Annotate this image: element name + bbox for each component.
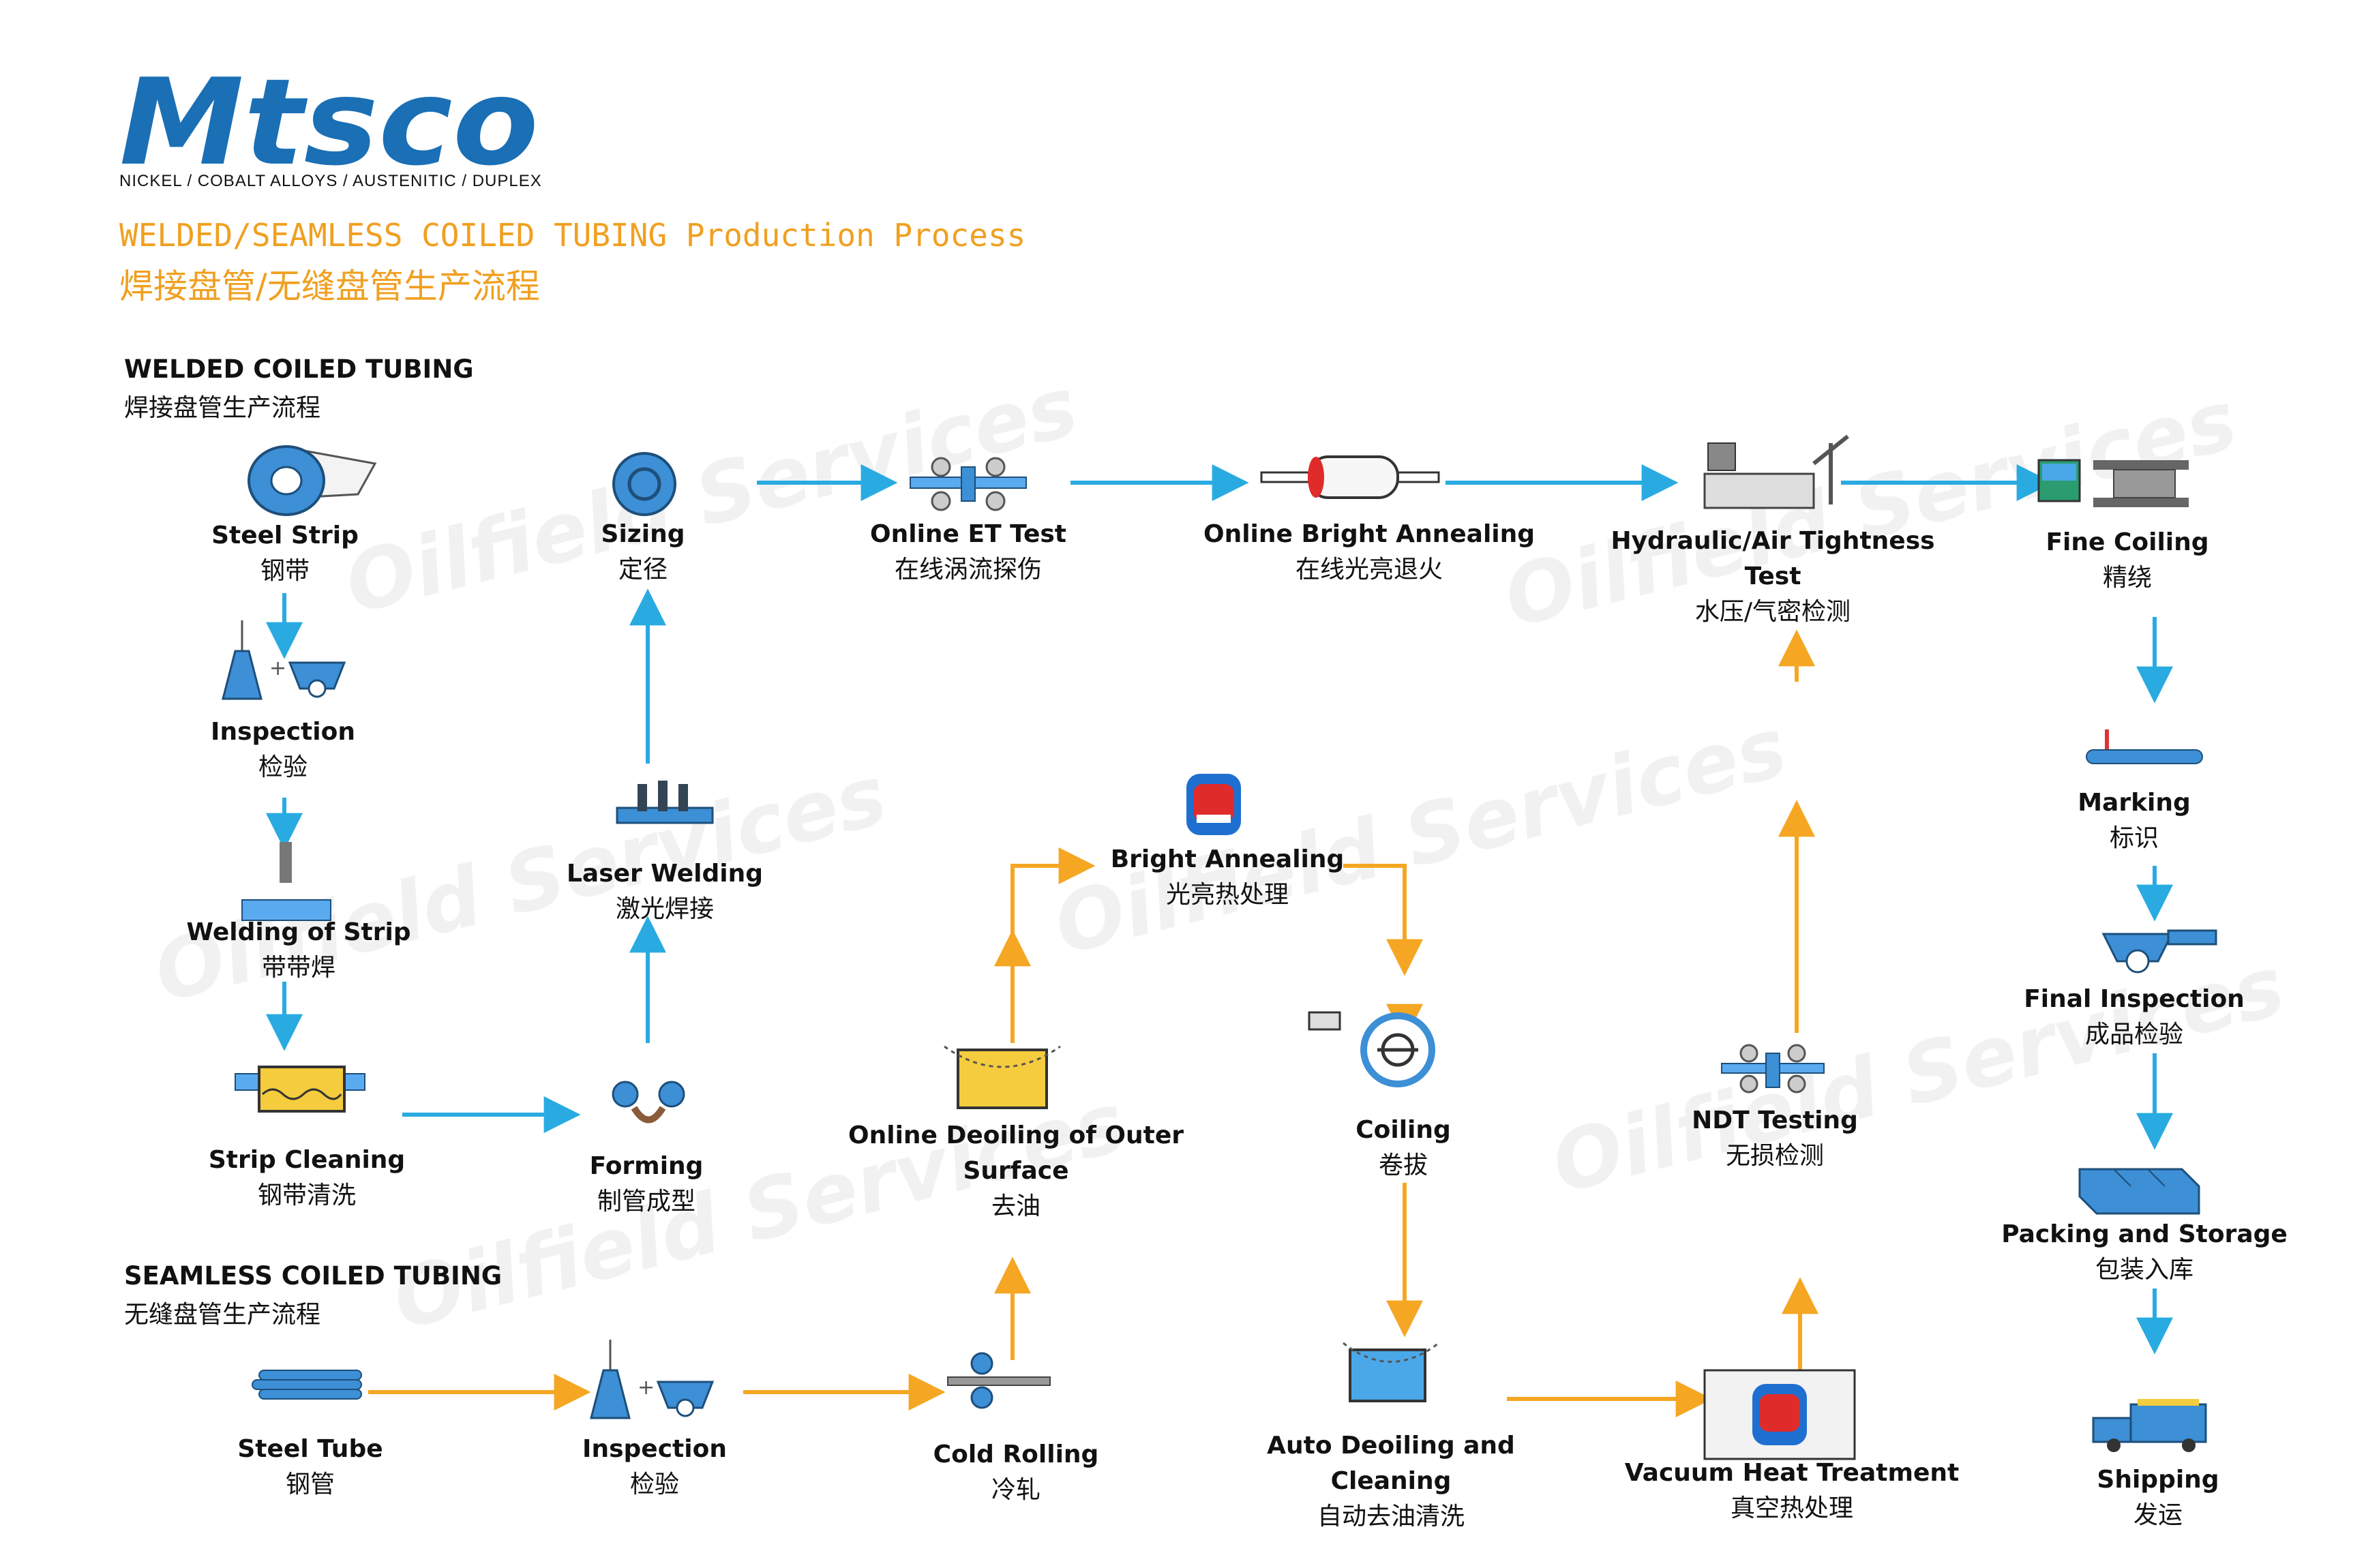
vacuum-furnace-icon: [1703, 1369, 1856, 1460]
section-welded: WELDED COILED TUBING 焊接盘管生产流程: [124, 355, 474, 422]
brand-tagline: NICKEL / COBALT ALLOYS / AUSTENITIC / DU…: [119, 172, 542, 190]
steel-tube-icon: [252, 1370, 362, 1400]
coiling-drum-icon: [1308, 1011, 1435, 1087]
inspection-icon: +: [590, 1340, 715, 1419]
sizing-ring-icon: [612, 452, 676, 516]
svg-text:+: +: [269, 657, 286, 680]
packing-icon: [2078, 1168, 2200, 1215]
ndt-icon: [1721, 1044, 1825, 1094]
svg-text:+: +: [638, 1376, 655, 1400]
deoiling-tank-icon: [1343, 1342, 1439, 1402]
page-title-zh: 焊接盘管/无缝盘管生产流程: [119, 267, 540, 306]
marking-icon: [2086, 729, 2203, 764]
welding-icon: [241, 842, 331, 921]
svg-text:Mtsco: Mtsco: [119, 68, 539, 191]
forming-rollers-icon: [612, 1081, 685, 1124]
brand-logo: Mtsco: [119, 68, 539, 191]
section-seamless: SEAMLESS COILED TUBING 无缝盘管生产流程: [124, 1261, 503, 1329]
annealing-roller-icon: [1260, 455, 1440, 499]
laser-welder-icon: [616, 781, 714, 824]
coiler-icon: [2037, 459, 2189, 507]
steel-strip-icon: [248, 445, 377, 516]
eddy-current-icon: [910, 457, 1027, 511]
inspection-icon: +: [222, 620, 346, 700]
cold-rolling-icon: [947, 1352, 1051, 1409]
truck-icon: [2092, 1399, 2207, 1452]
arrow: [1343, 864, 1423, 976]
welded-flow-arrows: [266, 464, 2173, 1355]
deoiling-tank-icon: [944, 1045, 1061, 1109]
cleaning-tank-icon: [235, 1066, 365, 1113]
arrow: [1010, 847, 1096, 948]
watermark: Oilfield Services: [1045, 700, 1795, 974]
furnace-icon: [1186, 774, 1241, 835]
pressure-test-icon: [1703, 434, 1849, 509]
final-inspection-icon: [2101, 929, 2217, 974]
page-title: WELDED/SEAMLESS COILED TUBING Production…: [119, 217, 1026, 254]
